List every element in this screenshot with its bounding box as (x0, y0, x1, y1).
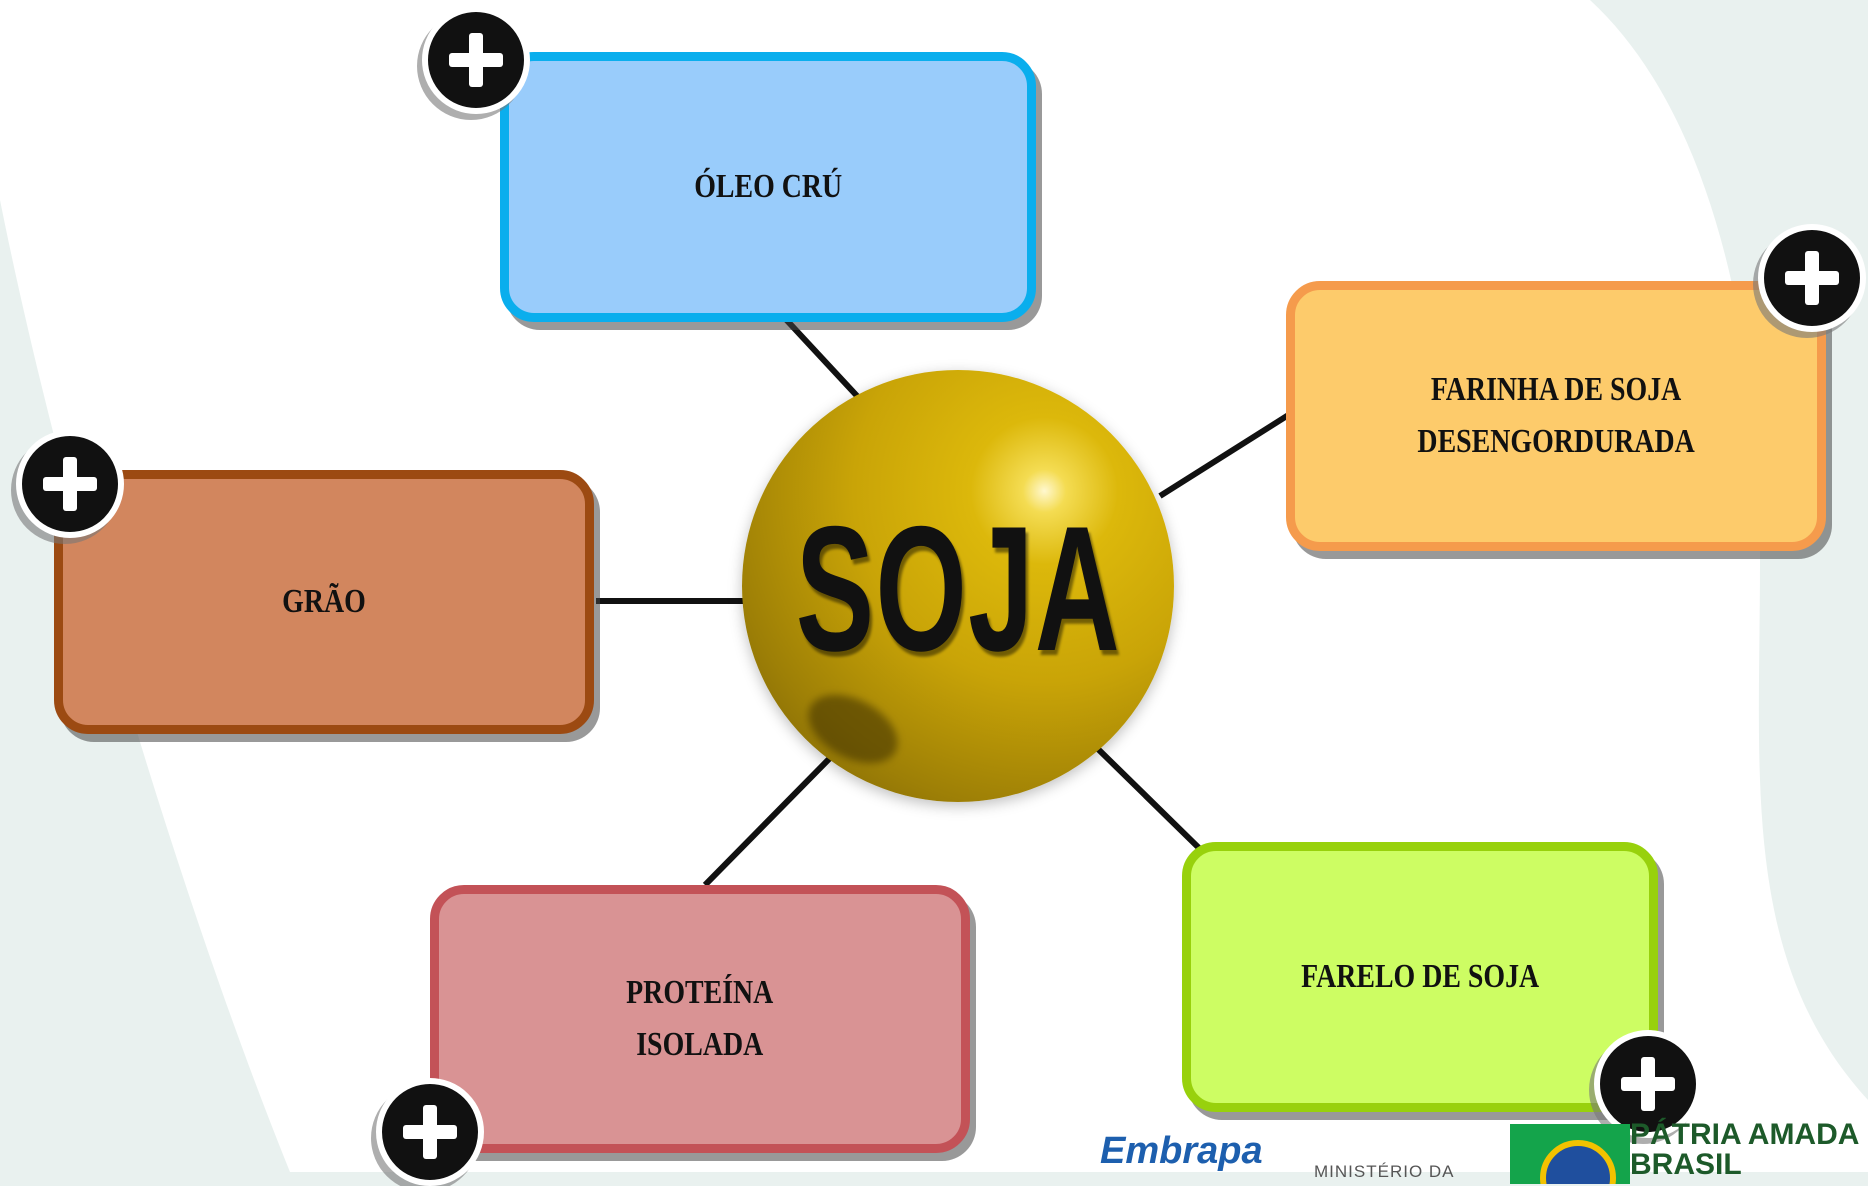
node-oleo-cru[interactable]: ÓLEO CRÚ (500, 52, 1036, 322)
node-label: FARELO DE SOJA (1300, 958, 1540, 995)
node-proteina[interactable]: PROTEÍNA ISOLADA (430, 885, 970, 1153)
expand-farinha-button[interactable] (1758, 224, 1866, 332)
node-grao[interactable]: GRÃO (54, 470, 594, 734)
plus-icon (1785, 251, 1839, 305)
expand-farelo-button[interactable] (1594, 1030, 1702, 1138)
plus-icon (1621, 1057, 1675, 1111)
plus-icon (449, 33, 503, 87)
expand-proteina-button[interactable] (376, 1078, 484, 1186)
node-label: GRÃO (282, 583, 366, 620)
node-label: FARINHA DE SOJA DESENGORDURADA (1417, 371, 1695, 460)
embrapa-logo: Embrapa (1100, 1130, 1263, 1172)
patria-amada-logo: PÁTRIA AMADA BRASIL (1630, 1118, 1860, 1181)
connector-oleo (777, 310, 861, 400)
node-farinha[interactable]: FARINHA DE SOJA DESENGORDURADA (1286, 281, 1826, 551)
footer-logos: Embrapa MINISTÉRIO DA PÁTRIA AMADA BRASI… (1090, 1100, 1868, 1184)
node-label: ÓLEO CRÚ (694, 168, 842, 205)
node-farelo[interactable]: FARELO DE SOJA (1182, 842, 1658, 1112)
connector-proteina (702, 755, 833, 888)
expand-grao-button[interactable] (16, 430, 124, 538)
brazil-flag-icon (1510, 1124, 1630, 1184)
center-sphere: SOJA (742, 370, 1174, 802)
node-label: PROTEÍNA ISOLADA (626, 974, 774, 1063)
center-label: SOJA (795, 488, 1121, 688)
ministerio-label: MINISTÉRIO DA (1314, 1162, 1455, 1181)
connector-farinha (1158, 411, 1292, 499)
connector-farelo (1095, 746, 1203, 852)
plus-icon (43, 457, 97, 511)
expand-oleo-button[interactable] (422, 6, 530, 114)
plus-icon (403, 1105, 457, 1159)
